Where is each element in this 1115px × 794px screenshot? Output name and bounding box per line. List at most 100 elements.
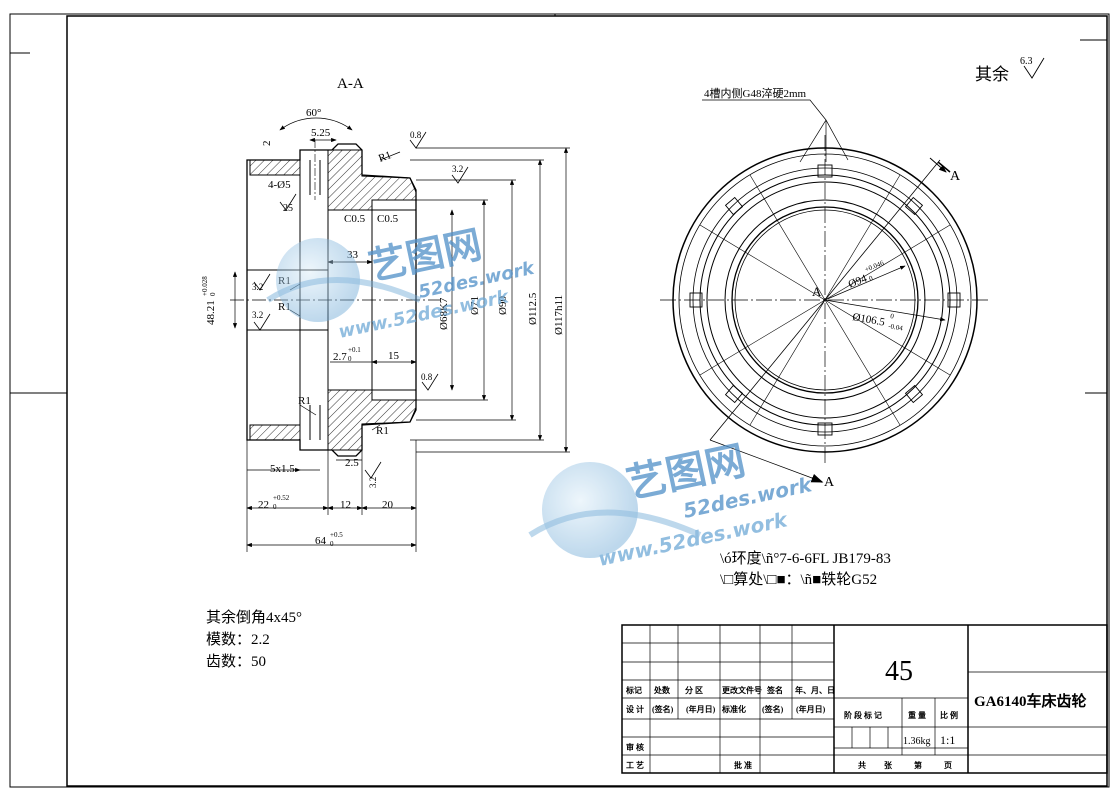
dim-22: 22 [258, 499, 269, 511]
tb-r1-c6: 年、月、日 [795, 685, 835, 695]
rough-32-left-b: 3.2 [252, 310, 263, 320]
dim-angle: 60° [306, 107, 321, 119]
hatch-top-hub [327, 149, 417, 211]
dim-33: 33 [347, 249, 359, 261]
globe-icon [542, 462, 638, 558]
tb-r1-c5: 签名 [766, 685, 783, 695]
dim-dia106: Ø106.5 [851, 311, 886, 329]
note-teeth: 齿数：50 [206, 653, 266, 670]
dim-c05-b: C0.5 [377, 213, 399, 225]
rough-08-top: 0.8 [410, 130, 422, 140]
dim-64-tol0: 0 [330, 540, 334, 548]
dim-2-7: 2.7 [333, 351, 347, 363]
dim-dia112: Ø112.5 [527, 292, 539, 325]
dim-dia94-tol: +0.046 [864, 259, 886, 274]
note-material: \□算处\□■：\ñ■轶轮G52 [720, 570, 877, 588]
tb-weight: 1.36kg [903, 736, 931, 747]
dim-64: 64 [315, 535, 327, 547]
note-accuracy: \ó环度\ñ°7-6-6FL JB179-83 [720, 550, 891, 567]
rough-08-mid: 0.8 [421, 372, 433, 382]
dim-r1-bottom-left: R1 [298, 395, 311, 407]
dim-2: 2 [261, 141, 273, 147]
dim-depth: 25 [283, 203, 293, 214]
tb-r2-c4: 标准化 [721, 704, 746, 714]
dim-dia106-tol0: 0 [890, 312, 895, 321]
tb-part-name: GA6140车床齿轮 [974, 692, 1087, 710]
dim-2-5: 2.5 [345, 457, 359, 469]
hatch-top-flange [249, 159, 301, 176]
section-outline [246, 143, 417, 457]
watermark-1: 艺图网 52des.work www.52des.work [266, 222, 537, 343]
dim-22-tol0: 0 [273, 503, 277, 511]
dim-5-25: 5.25 [311, 127, 331, 139]
tb-r2-c6: (年月日) [796, 704, 826, 714]
dim-groove: 5x1.5 [270, 463, 295, 475]
front-view [660, 57, 1045, 483]
dim-22-tol: +0.52 [273, 494, 290, 502]
dim-dia117: Ø117h11 [553, 295, 565, 335]
dim-r1-top: R1 [377, 149, 393, 165]
dim-r1-bottom-right: R1 [376, 425, 389, 437]
dim-bore-left-tol: +0.028 [201, 276, 209, 296]
tb-r1-c3: 分 区 [685, 685, 703, 695]
tb-review: 审 核 [626, 742, 644, 752]
tb-r2-c5: (签名) [762, 704, 784, 714]
dim-dia94-tol0: 0 [868, 274, 875, 283]
tb-sheet-ye: 页 [944, 761, 952, 770]
dim-2-7-tol: +0.1 [348, 346, 361, 354]
surface-rest-value: 6.3 [1020, 56, 1033, 67]
tb-scale-label: 比 例 [940, 710, 958, 720]
dim-dia106-tol: -0.04 [888, 322, 904, 332]
tb-sheet-zhang: 张 [884, 761, 893, 770]
tb-material: 45 [885, 656, 913, 687]
section-title: A-A [337, 76, 364, 92]
drawing-frame [9, 13, 1110, 788]
note-chamfer: 其余倒角4x45° [206, 608, 302, 626]
globe-icon [276, 238, 360, 322]
dim-bore-left: 48.21 [205, 300, 217, 325]
section-view [230, 117, 570, 552]
dim-dia94: Ø94 [847, 272, 870, 290]
section-mark-top: A [950, 169, 961, 184]
tb-scale: 1:1 [940, 733, 955, 747]
center-mark: A [812, 284, 822, 299]
slots [689, 164, 961, 436]
tb-r1-c4: 更改文件号 [722, 685, 762, 695]
tb-weight-label: 重 量 [908, 710, 926, 720]
rough-32-left-a: 3.2 [252, 282, 263, 292]
roughness-symbols [253, 131, 469, 479]
hardness-note: 4槽内侧G48淬硬2mm [704, 86, 806, 100]
tb-sheet-no: 第 [914, 760, 922, 770]
section-mark-bottom: A [824, 475, 835, 490]
title-block [621, 624, 1108, 774]
dim-lines [232, 117, 570, 552]
tb-r2-c3: (年月日) [686, 704, 716, 714]
tb-approve: 批 准 [734, 760, 752, 770]
dim-dia71: Ø71 [469, 296, 481, 315]
surface-rest-label: 其余 [975, 65, 1009, 84]
rough-32-top: 3.2 [452, 164, 463, 174]
dim-dia68: Ø68K7 [438, 297, 450, 330]
note-module: 模数：2.2 [206, 631, 270, 648]
dim-dia90: Ø90 [497, 296, 509, 315]
dim-holes: 4-Ø5 [268, 179, 291, 191]
hatch-bottom-flange [249, 424, 301, 441]
tb-sheet-total: 共 [858, 760, 866, 770]
tb-process: 工 艺 [626, 760, 644, 770]
dim-c05-a: C0.5 [344, 213, 366, 225]
dim-20: 20 [382, 499, 394, 511]
dim-64-tol: +0.5 [330, 531, 343, 539]
tb-r2-c1: 设 计 [626, 704, 644, 714]
dim-12: 12 [340, 499, 351, 511]
tb-stage: 阶 段 标 记 [844, 710, 882, 720]
tb-r2-c2: (签名) [652, 704, 674, 714]
dim-bore-left-tol0: 0 [209, 292, 217, 296]
tb-r1-c2: 处数 [653, 685, 671, 695]
rough-32-bottom: 3.2 [368, 477, 378, 488]
hatch-bottom-hub [327, 389, 417, 451]
tb-r1-c1: 标记 [625, 685, 642, 695]
dim-15: 15 [388, 350, 400, 362]
dim-2-7-tol0: 0 [348, 355, 352, 363]
